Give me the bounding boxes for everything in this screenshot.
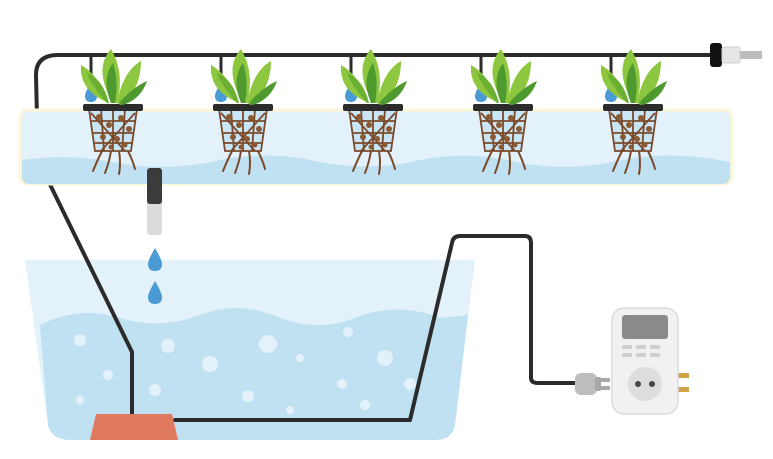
- reservoir: [25, 260, 475, 440]
- plug-prong-top: [601, 378, 610, 382]
- drain: [147, 168, 162, 304]
- falling-drop-2: [148, 281, 162, 304]
- plug-body: [575, 373, 597, 395]
- end-cap: [710, 43, 722, 67]
- grow-channel-water: [22, 155, 730, 184]
- water-bubbles: [74, 327, 416, 414]
- drain-outlet-top: [147, 168, 162, 204]
- timer-prong-top: [677, 373, 689, 378]
- timer-socket: [611, 307, 689, 415]
- pipe-adapter: [721, 46, 741, 64]
- submersible-pump: [90, 414, 178, 440]
- timer-screen: [622, 315, 668, 339]
- pipe-end-fitting: [710, 43, 762, 67]
- plug-prong-bottom: [601, 386, 610, 390]
- falling-drop-1: [148, 248, 162, 271]
- power-plug: [575, 373, 610, 395]
- outlet-hole-left: [635, 381, 641, 387]
- timer-prong-bottom: [677, 387, 689, 392]
- timer-outlet: [628, 367, 662, 401]
- power-cord: [173, 234, 584, 422]
- outlet-hole-right: [649, 381, 655, 387]
- pipe-tail: [740, 51, 762, 59]
- timer-buttons: [622, 345, 660, 357]
- plug-neck: [595, 377, 601, 391]
